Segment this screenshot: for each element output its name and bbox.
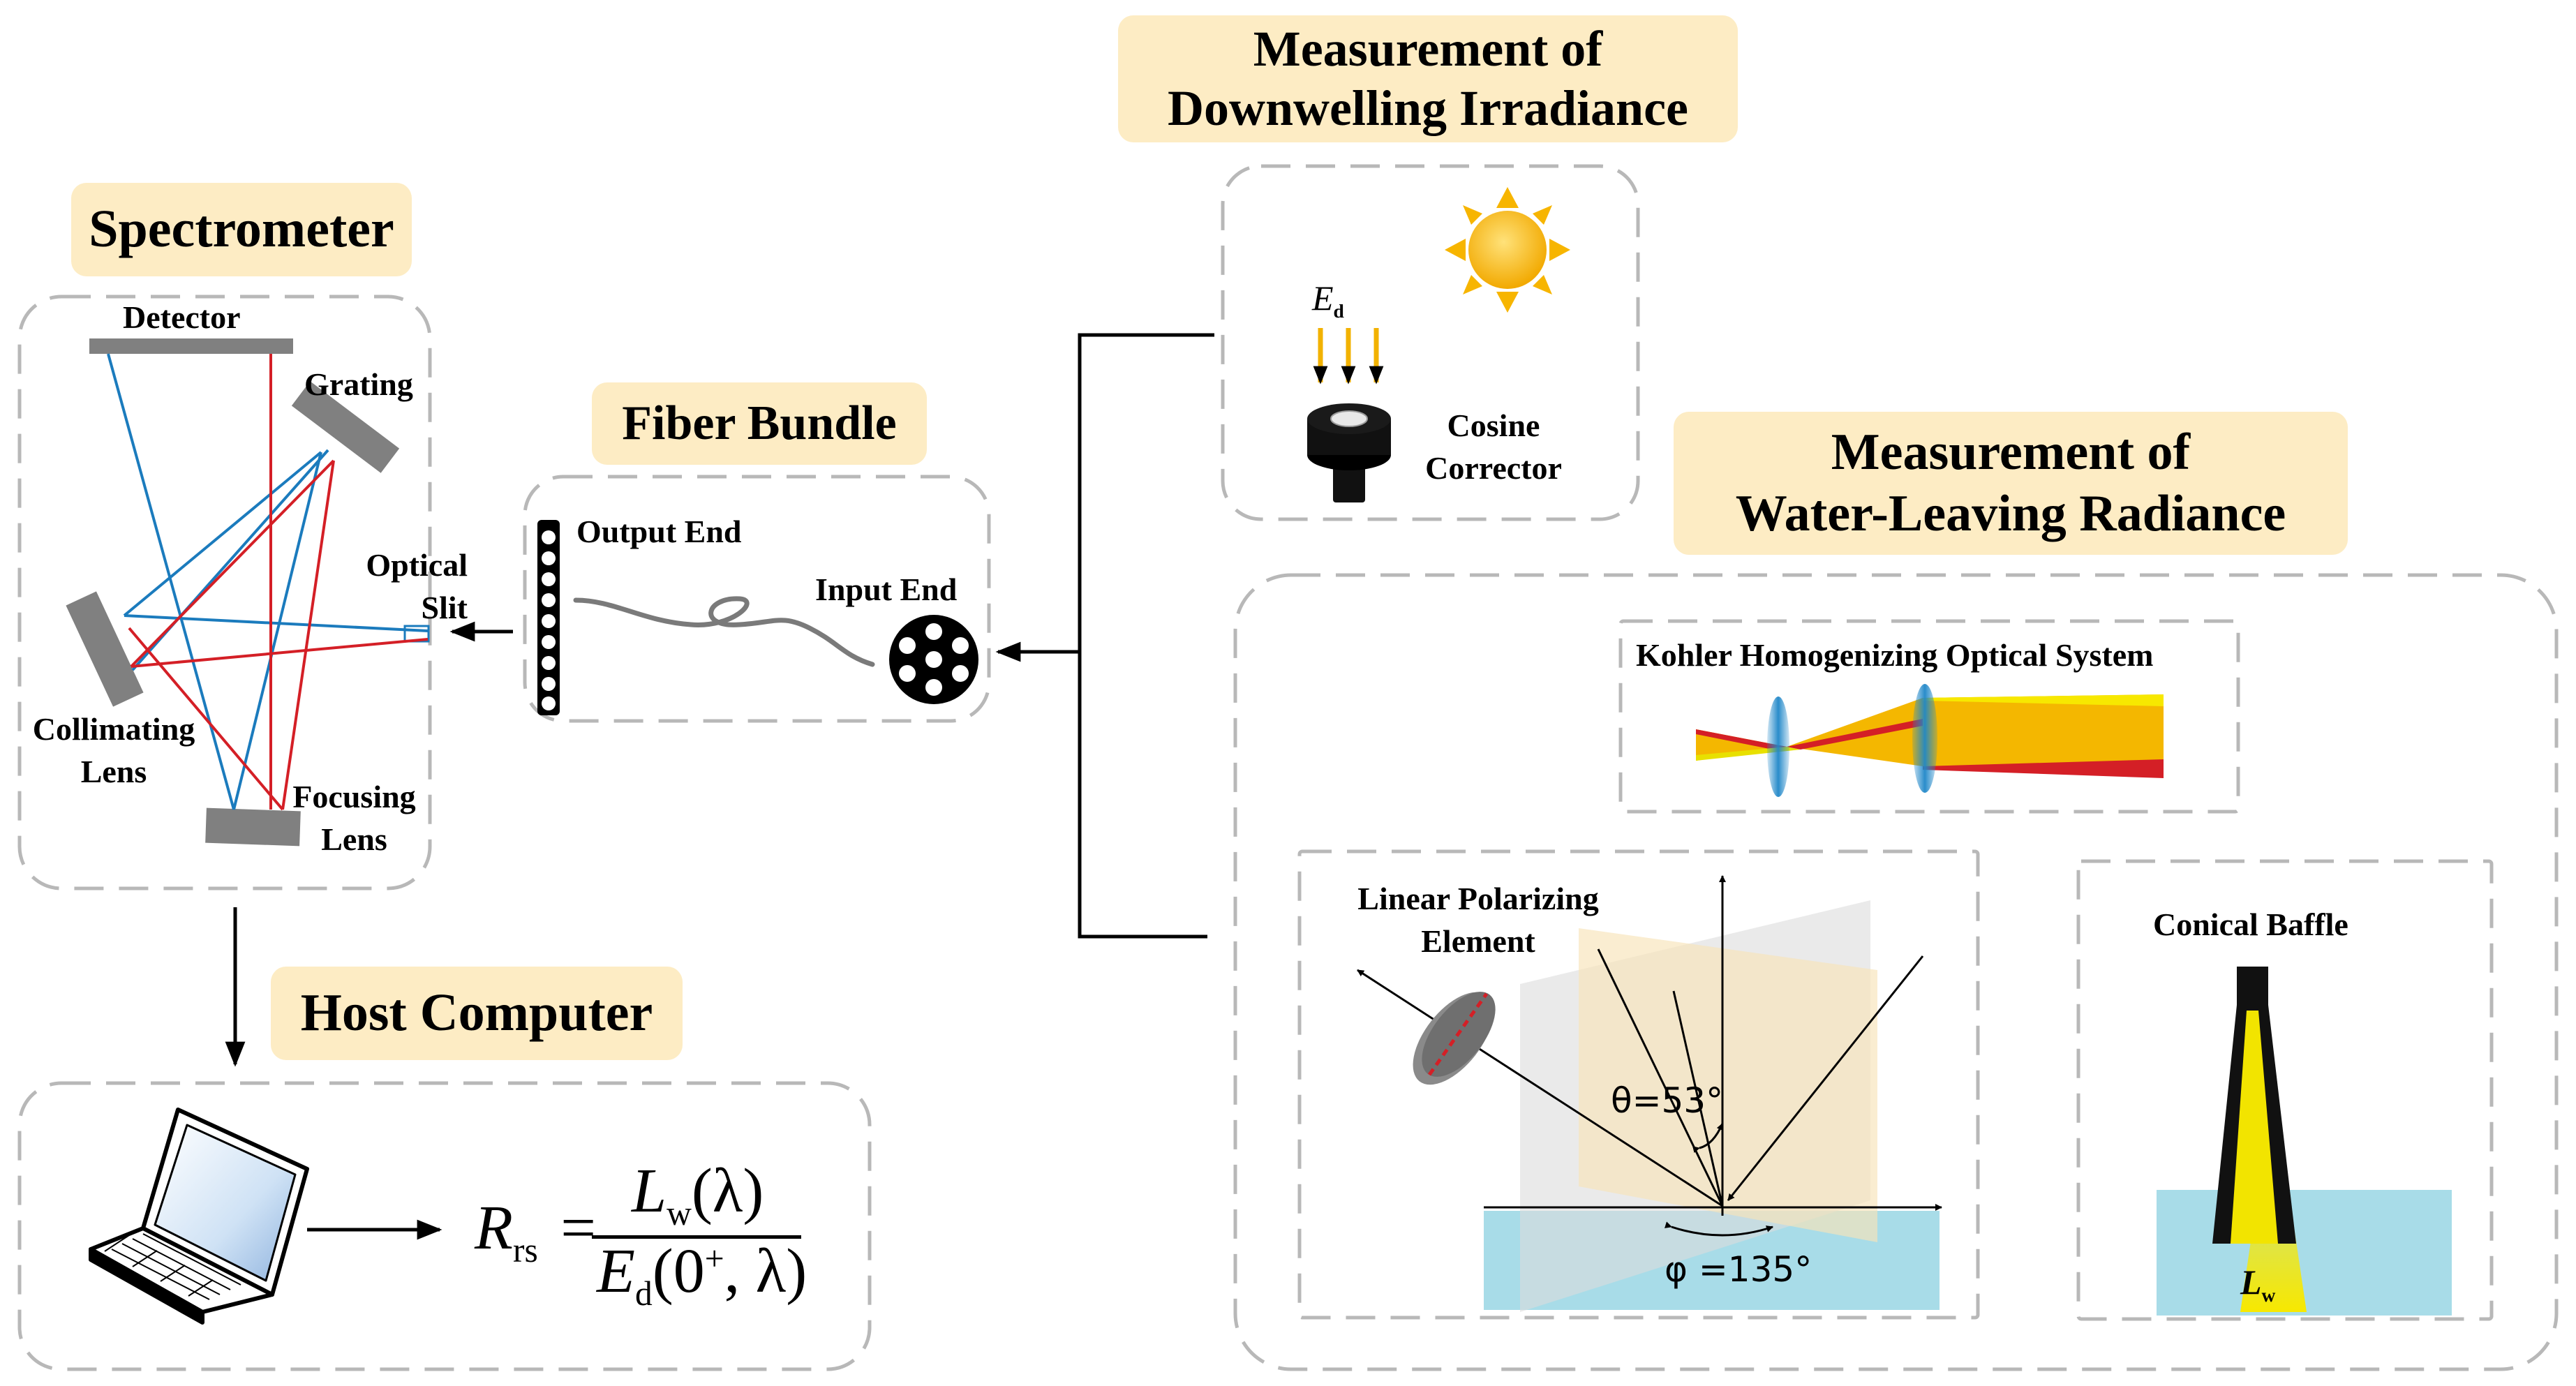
laptop-icon (89, 1108, 309, 1325)
water-surface-right (2157, 1190, 2452, 1316)
formula-r-subscript: rs (512, 1231, 538, 1269)
connector-bracket (1078, 333, 1214, 939)
label-conical-baffle: Conical Baffle (2153, 907, 2348, 942)
label-collimating-lens: Collimating Lens (20, 708, 208, 793)
label-lw: Lw (2240, 1262, 2275, 1306)
formula-fraction-bar (592, 1235, 801, 1239)
title-water-leaving-line2: Water-Leaving Radiance (1735, 484, 2286, 542)
plane-yellow (1579, 928, 1877, 1242)
title-water-leaving: Measurement of Water-Leaving Radiance (1674, 412, 2348, 555)
label-focusing-line2: Lens (321, 821, 387, 857)
kohler-optics (1696, 684, 2164, 797)
title-downwelling-line2: Downwelling Irradiance (1168, 80, 1688, 136)
formula-lhs: Rrs = (475, 1192, 596, 1270)
fiber-output-end-icon (537, 520, 560, 715)
water-leaving-box (1233, 573, 2559, 1371)
conical-baffle-icon (2212, 967, 2296, 1244)
sun-icon (1445, 187, 1570, 313)
grating-mirror (291, 381, 400, 473)
title-water-leaving-line1: Measurement of (1831, 424, 2191, 482)
label-output-end: Output End (576, 514, 742, 549)
label-theta: θ=53° (1611, 1080, 1724, 1121)
label-polarizer-line2: Element (1421, 923, 1535, 959)
formula-den-symbol: E (597, 1237, 635, 1306)
formula-den-sup: + (704, 1239, 724, 1278)
title-fiber-bundle: Fiber Bundle (592, 382, 927, 465)
title-host-computer: Host Computer (271, 967, 683, 1060)
red-rays (128, 354, 429, 811)
label-optical-slit-line1: Optical (366, 547, 468, 583)
polarization-box (1297, 849, 1980, 1320)
title-host-computer-text: Host Computer (300, 983, 653, 1043)
formula-numerator: Lw(λ) (632, 1155, 764, 1233)
label-kohler: Kohler Homogenizing Optical System (1636, 637, 2154, 673)
title-spectrometer: Spectrometer (71, 183, 412, 276)
label-phi: φ =135° (1665, 1249, 1812, 1290)
formula-den-close: , λ) (724, 1237, 807, 1306)
formula-den-open: (0 (652, 1237, 705, 1306)
label-lw-symbol: L (2240, 1262, 2262, 1302)
incident-ray (1727, 955, 1924, 1201)
kohler-lens-1 (1767, 696, 1789, 797)
theta-arc (1692, 1123, 1724, 1154)
cosine-corrector-icon (1307, 403, 1391, 502)
label-cosine-line2: Corrector (1425, 449, 1562, 486)
formula-num-symbol: L (632, 1156, 667, 1225)
viewing-ray (1597, 948, 1724, 1207)
formula-r-symbol: R (475, 1193, 513, 1262)
reflected-ray (1357, 969, 1723, 1207)
label-detector: Detector (123, 299, 241, 335)
label-polarizer-line1: Linear Polarizing (1357, 881, 1599, 916)
fiber-bundle-box (523, 475, 991, 723)
formula-equals: = (560, 1193, 596, 1262)
formula-num-arg: (λ) (691, 1156, 764, 1225)
title-downwelling: Measurement of Downwelling Irradiance (1118, 15, 1738, 142)
label-grating: Grating (304, 366, 413, 402)
baffle-box (2076, 859, 2494, 1321)
label-cosine-line1: Cosine (1447, 408, 1540, 443)
label-optical-slit-line2: Slit (421, 589, 468, 625)
detector-bar (89, 338, 293, 354)
title-fiber-bundle-text: Fiber Bundle (622, 396, 897, 450)
formula-denominator: Ed(0+, λ) (597, 1235, 807, 1313)
collimating-mirror (66, 591, 144, 707)
title-downwelling-line1: Measurement of (1253, 21, 1603, 77)
label-ed: Ed (1312, 278, 1344, 322)
title-spectrometer-text: Spectrometer (89, 200, 394, 259)
view-ray-2 (1672, 990, 1724, 1207)
spectrometer-box (17, 295, 432, 891)
formula-num-subscript: w (667, 1194, 692, 1232)
label-focusing-lens: Focusing Lens (276, 776, 433, 860)
irradiance-arrows (1313, 328, 1384, 385)
label-collimating-line1: Collimating (32, 711, 195, 747)
label-ed-symbol: E (1312, 278, 1334, 318)
downwelling-box (1221, 164, 1640, 521)
label-focusing-line1: Focusing (292, 779, 416, 814)
label-lw-subscript: w (2261, 1284, 2276, 1306)
label-ed-subscript: d (1333, 300, 1344, 322)
label-collimating-line2: Lens (80, 753, 147, 789)
kohler-lens-2 (1912, 684, 1937, 793)
phi-arc (1664, 1221, 1773, 1237)
fiber-cable (573, 596, 875, 667)
label-input-end: Input End (815, 572, 958, 607)
host-computer-box (17, 1081, 872, 1371)
label-linear-polarizing-element: Linear Polarizing Element (1332, 878, 1625, 962)
focusing-mirror (205, 807, 301, 847)
label-optical-slit: Optical Slit (342, 544, 468, 629)
polarizer-icon (1413, 992, 1496, 1085)
fiber-input-end-icon (889, 615, 978, 704)
formula-den-subscript: d (634, 1274, 653, 1313)
label-cosine-corrector: Cosine Corrector (1403, 405, 1584, 489)
